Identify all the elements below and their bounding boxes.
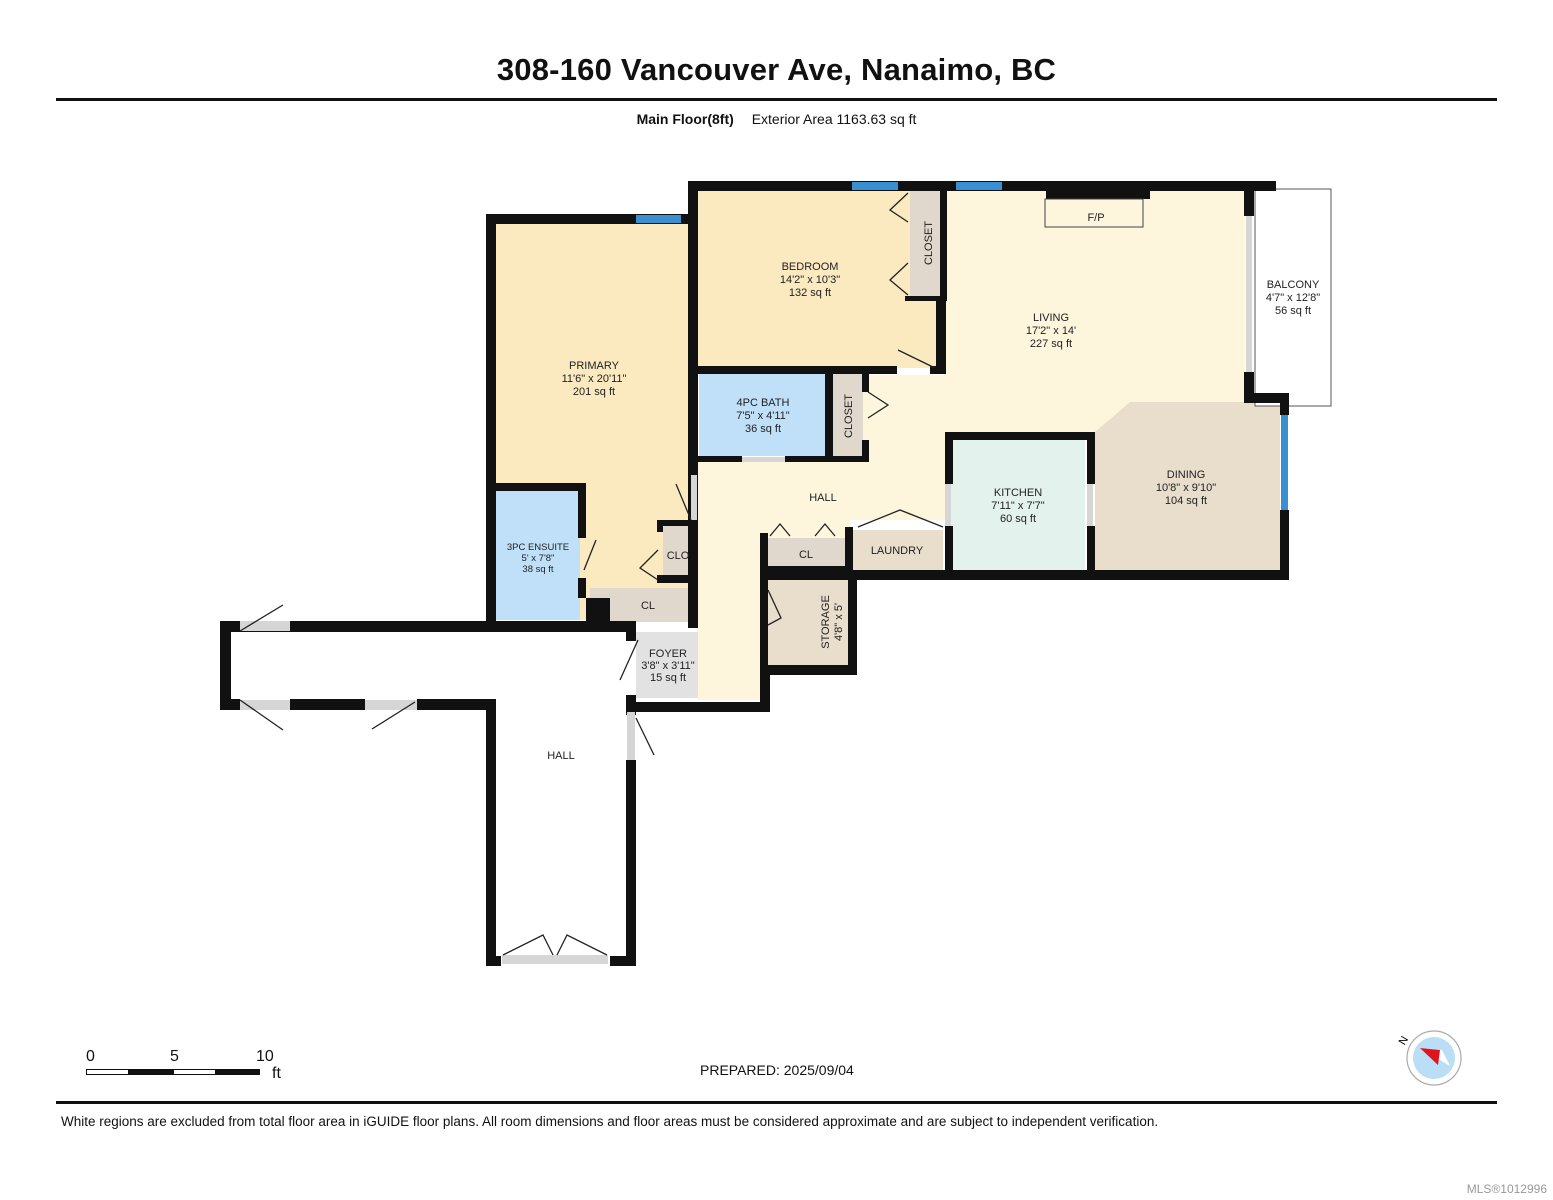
svg-text:15 sq ft: 15 sq ft bbox=[650, 672, 686, 684]
window-dining bbox=[1281, 415, 1288, 510]
svg-text:CL: CL bbox=[799, 549, 813, 561]
room-foyer[interactable] bbox=[636, 632, 698, 698]
svg-text:10'8" x 9'10": 10'8" x 9'10" bbox=[1156, 482, 1216, 494]
svg-text:4PC BATH: 4PC BATH bbox=[737, 397, 790, 409]
svg-text:17'2" x 14': 17'2" x 14' bbox=[1026, 325, 1076, 337]
room-bedroom[interactable] bbox=[697, 190, 940, 368]
svg-text:227 sq ft: 227 sq ft bbox=[1030, 338, 1072, 350]
room-kitchen[interactable] bbox=[950, 440, 1085, 570]
scale-bar: 0 5 10 ft bbox=[86, 1048, 286, 1082]
svg-text:HALL: HALL bbox=[547, 750, 575, 762]
room-living[interactable] bbox=[945, 190, 1245, 432]
room-balcony[interactable] bbox=[1254, 188, 1332, 407]
svg-text:DINING: DINING bbox=[1167, 469, 1206, 481]
svg-text:CLOSET: CLOSET bbox=[923, 221, 935, 265]
svg-text:132 sq ft: 132 sq ft bbox=[789, 287, 831, 299]
svg-text:N: N bbox=[1397, 1034, 1411, 1047]
svg-text:CL: CL bbox=[641, 600, 655, 612]
svg-text:F/P: F/P bbox=[1087, 212, 1104, 224]
scale-tick-0: 0 bbox=[86, 1048, 95, 1065]
footer-divider bbox=[56, 1101, 1497, 1104]
room-4pc-bath[interactable] bbox=[699, 374, 825, 456]
window-living bbox=[956, 182, 1002, 190]
svg-text:11'6" x 20'11": 11'6" x 20'11" bbox=[562, 373, 627, 385]
svg-text:38 sq ft: 38 sq ft bbox=[522, 564, 554, 575]
room-storage[interactable] bbox=[766, 578, 848, 665]
svg-text:201 sq ft: 201 sq ft bbox=[573, 386, 615, 398]
scale-tick-10: 10 bbox=[256, 1048, 274, 1065]
svg-text:104 sq ft: 104 sq ft bbox=[1165, 495, 1207, 507]
svg-text:BEDROOM: BEDROOM bbox=[782, 261, 839, 273]
svg-text:CLOSET: CLOSET bbox=[843, 394, 855, 438]
room-dining[interactable] bbox=[1095, 402, 1280, 572]
mls-number: MLS®1012996 bbox=[1466, 1182, 1547, 1196]
fireplace bbox=[1044, 198, 1144, 228]
door-swings bbox=[239, 192, 944, 956]
page-title: 308-160 Vancouver Ave, Nanaimo, BC bbox=[496, 52, 1057, 87]
room-laundry[interactable] bbox=[853, 530, 943, 570]
disclaimer-text: White regions are excluded from total fl… bbox=[61, 1114, 1159, 1129]
svg-text:LIVING: LIVING bbox=[1033, 312, 1069, 324]
door-openings bbox=[240, 216, 1252, 964]
room-3pc-ensuite[interactable] bbox=[496, 490, 580, 620]
window-bedroom bbox=[852, 182, 898, 190]
svg-text:56 sq ft: 56 sq ft bbox=[1275, 305, 1311, 317]
compass-icon: N bbox=[1397, 1030, 1462, 1086]
prepared-date: PREPARED: 2025/09/04 bbox=[700, 1062, 854, 1078]
svg-text:14'2" x 10'3": 14'2" x 10'3" bbox=[780, 274, 840, 286]
svg-text:3PC ENSUITE: 3PC ENSUITE bbox=[507, 542, 569, 553]
svg-text:STORAGE: STORAGE bbox=[820, 595, 832, 649]
exterior-area: Exterior Area 1163.63 sq ft bbox=[751, 111, 917, 127]
svg-text:5' x 7'8": 5' x 7'8" bbox=[522, 553, 555, 564]
room-closet-bedroom[interactable] bbox=[910, 190, 940, 296]
svg-text:60 sq ft: 60 sq ft bbox=[1000, 513, 1036, 525]
svg-text:LAUNDRY: LAUNDRY bbox=[871, 545, 924, 557]
svg-text:HALL: HALL bbox=[809, 492, 837, 504]
svg-text:PRIMARY: PRIMARY bbox=[569, 360, 620, 372]
svg-text:3'8" x 3'11": 3'8" x 3'11" bbox=[641, 660, 694, 672]
room-closet-bath[interactable] bbox=[833, 374, 863, 458]
floor-label: Main Floor(8ft) bbox=[636, 111, 734, 127]
svg-text:CLO: CLO bbox=[667, 550, 690, 562]
room-labels: PRIMARY 11'6" x 20'11" 201 sq ft BEDROOM… bbox=[507, 212, 1320, 762]
room-fills bbox=[495, 188, 1332, 700]
window-primary bbox=[636, 215, 681, 223]
svg-text:4'7" x 12'8": 4'7" x 12'8" bbox=[1266, 292, 1320, 304]
scale-unit: ft bbox=[272, 1065, 281, 1082]
floor-summary: Main Floor(8ft) Exterior Area 1163.63 sq… bbox=[0, 111, 1553, 127]
svg-text:7'5" x 4'11": 7'5" x 4'11" bbox=[736, 410, 789, 422]
floor-plan: PRIMARY 11'6" x 20'11" 201 sq ft BEDROOM… bbox=[220, 181, 1332, 966]
svg-text:4'8" x 5': 4'8" x 5' bbox=[833, 603, 845, 641]
room-hall[interactable] bbox=[697, 460, 945, 700]
svg-text:BALCONY: BALCONY bbox=[1267, 279, 1320, 291]
header-divider bbox=[56, 98, 1497, 101]
room-cl-hall[interactable] bbox=[766, 538, 846, 568]
svg-text:7'11" x 7'7": 7'11" x 7'7" bbox=[991, 500, 1044, 512]
svg-text:KITCHEN: KITCHEN bbox=[994, 487, 1042, 499]
svg-text:FOYER: FOYER bbox=[649, 648, 687, 660]
scale-tick-5: 5 bbox=[170, 1048, 179, 1065]
svg-text:36 sq ft: 36 sq ft bbox=[745, 423, 781, 435]
windows bbox=[636, 182, 1288, 510]
